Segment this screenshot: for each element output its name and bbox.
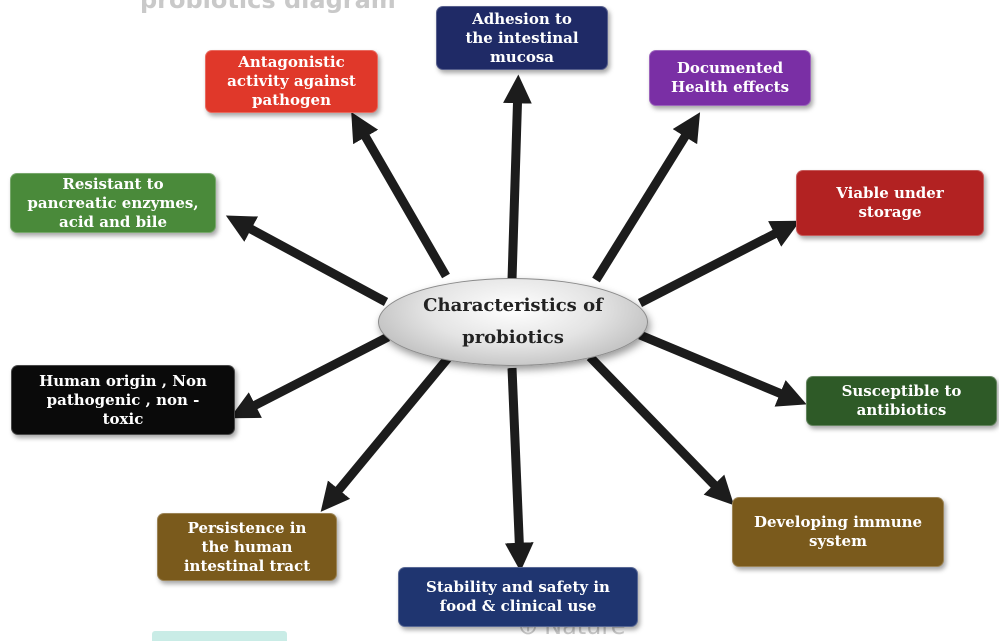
arrow-to-resistant bbox=[225, 215, 389, 306]
arrow-to-susceptible bbox=[638, 330, 807, 407]
arrow-to-adhesion bbox=[503, 74, 532, 281]
node-resistant: Resistant to pancreatic enzymes, acid an… bbox=[10, 173, 216, 233]
node-adhesion: Adhesion to the intestinal mucosa bbox=[436, 6, 608, 70]
node-stability: Stability and safety in food & clinical … bbox=[398, 567, 638, 627]
arrow-to-persistence bbox=[320, 355, 452, 512]
node-documented: Documented Health effects bbox=[649, 50, 811, 106]
node-susceptible: Susceptible to antibiotics bbox=[806, 376, 997, 426]
arrow-to-documented bbox=[592, 112, 701, 283]
node-immune: Developing immune system bbox=[732, 497, 944, 567]
arrow-to-antagonistic bbox=[351, 112, 450, 279]
arrow-to-viable bbox=[637, 220, 801, 308]
node-persistence: Persistence in the human intestinal trac… bbox=[157, 513, 337, 581]
arrow-to-stability bbox=[504, 367, 534, 572]
node-antagonistic: Antagonistic activity against pathogen bbox=[205, 50, 378, 113]
node-viable: Viable under storage bbox=[796, 170, 984, 236]
node-human: Human origin , Non pathogenic , non - to… bbox=[11, 365, 235, 435]
center-ellipse: Characteristics of probiotics bbox=[378, 278, 648, 366]
arrow-to-human bbox=[229, 332, 391, 419]
arrow-to-immune bbox=[586, 353, 735, 506]
background-bar bbox=[152, 631, 287, 641]
background-title-text: probiotics diagram bbox=[140, 0, 396, 14]
